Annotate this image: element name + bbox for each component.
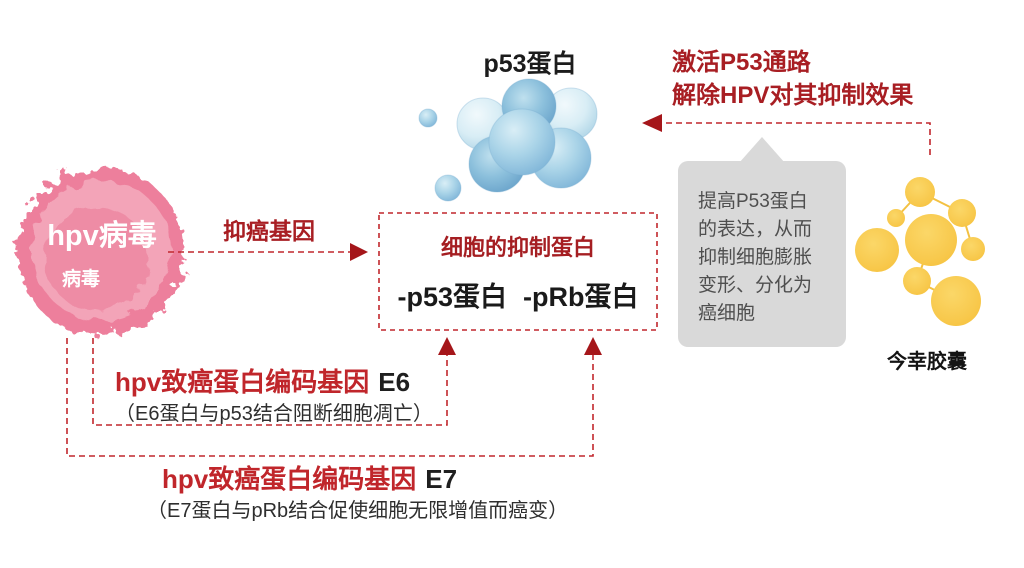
arrowhead-up-e6-icon [438, 337, 456, 355]
gene-e7-title-text: hpv致癌蛋白编码基因 [162, 464, 417, 494]
gene-e7-title: hpv致癌蛋白编码基因 E7 [162, 459, 457, 496]
arrow-activation-line [662, 122, 931, 155]
suppressor-gene-label: 抑癌基因 [223, 218, 315, 244]
activation-note-line1: 激活P53通路 [672, 49, 811, 76]
callout-line: 变形、分化为 [698, 275, 813, 296]
center-box-items: -p53蛋白 -pRb蛋白 [397, 275, 638, 314]
gene-e6-title: hpv致癌蛋白编码基因 E6 [115, 362, 410, 399]
arrow-e6-line [92, 338, 448, 426]
gene-e7-code: E7 [425, 464, 458, 494]
gene-e7-subtitle: （E7蛋白与pRb结合促使细胞无限增值而癌变） [147, 500, 569, 522]
p53-bubbles-illustration [418, 78, 598, 202]
callout-line: 抑制细胞膨胀 [698, 247, 813, 268]
prb-protein-item: -pRb蛋白 [523, 282, 639, 312]
suppressor-protein-box: 细胞的抑制蛋白 -p53蛋白 -pRb蛋白 [379, 213, 657, 330]
callout-line: 癌细胞 [698, 303, 756, 324]
capsule-name-label: 今幸胶囊 [887, 351, 967, 373]
activation-note-line2: 解除HPV对其抑制效果 [672, 82, 914, 109]
center-box-title: 细胞的抑制蛋白 [440, 235, 595, 260]
gene-e6-subtitle: （E6蛋白与p53结合阻断细胞凋亡） [115, 403, 433, 425]
activation-note: 激活P53通路 解除HPV对其抑制效果 [672, 46, 913, 112]
callout-line: 的表达，从而 [698, 219, 813, 240]
gene-e6-title-text: hpv致癌蛋白编码基因 [115, 367, 370, 397]
hpv-virus-illustration [17, 168, 185, 336]
arrowhead-up-e7-icon [584, 337, 602, 355]
hpv-virus-title: hpv病毒 [47, 220, 157, 252]
arrowhead-left-icon [642, 114, 662, 132]
p53-protein-item: -p53蛋白 [397, 282, 508, 312]
arrowhead-right-icon [350, 243, 368, 261]
gene-e6-code: E6 [378, 367, 411, 397]
callout-tail-icon [739, 137, 785, 163]
arrow-e7-line [66, 338, 594, 457]
center-box-border [378, 212, 658, 331]
callout-line: 提高P53蛋白 [698, 191, 808, 212]
p53-protein-label: p53蛋白 [483, 50, 577, 78]
capsule-effect-callout: 提高P53蛋白 的表达，从而 抑制细胞膨胀 变形、分化为 癌细胞 [678, 137, 846, 347]
hpv-virus-subtitle: 病毒 [61, 269, 100, 290]
capsule-bubbles-illustration [855, 177, 985, 326]
